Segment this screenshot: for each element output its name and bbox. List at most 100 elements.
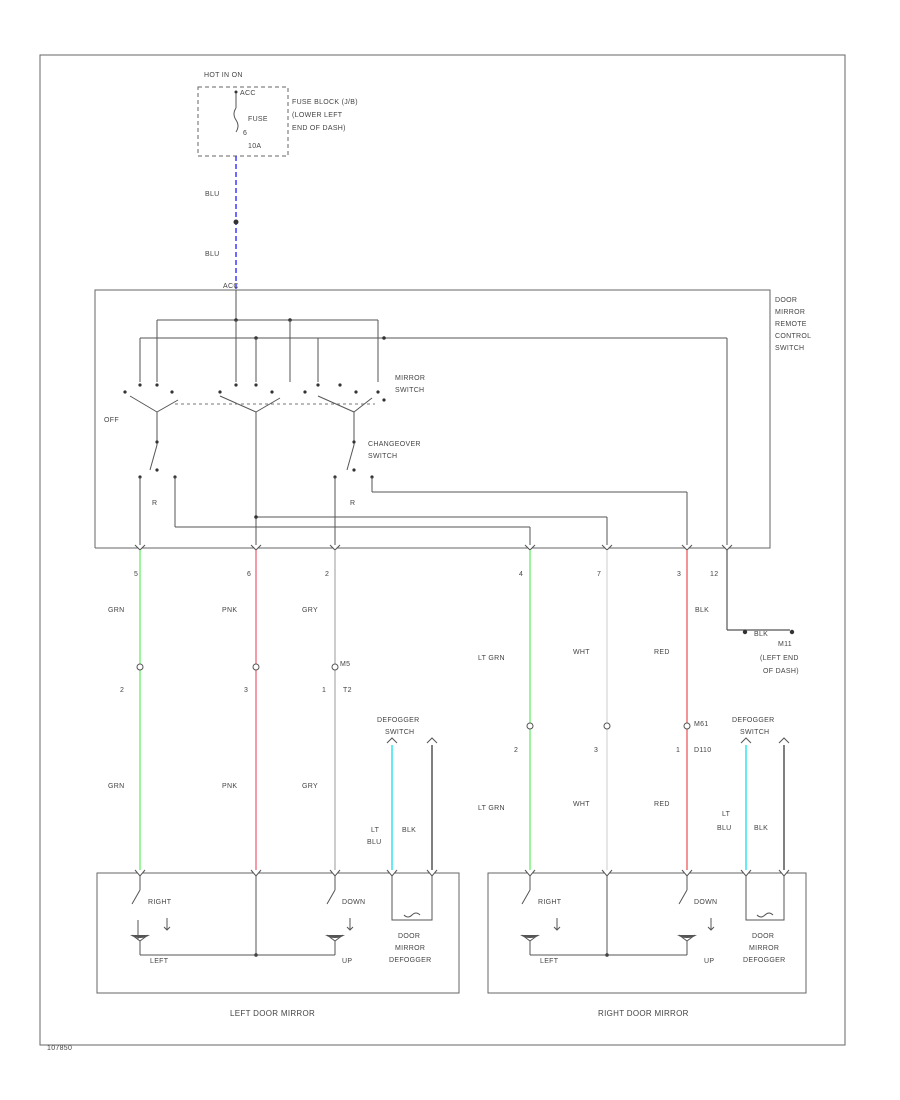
- left-harness: GRN PNK GRY 2 3 1 M5 T2 GRN PNK GRY: [108, 550, 352, 870]
- left-wire-grn-top: GRN: [108, 607, 124, 614]
- right-wire-wht-bottom: WHT: [573, 801, 590, 808]
- left-motor-lr-icon: [131, 889, 149, 942]
- ground-loc-2: OF DASH): [763, 668, 799, 675]
- left-wire-gry-top: GRY: [302, 607, 318, 614]
- right-harness: LT GRN WHT RED 2 3 1 M61 D110 LT GRN WHT…: [478, 550, 711, 870]
- fuse-hot-label: HOT IN ON: [204, 72, 243, 79]
- left-mirror-defogger-2: MIRROR: [395, 945, 425, 952]
- left-conn-pin-gry: 1: [322, 687, 326, 694]
- switch-name-3: REMOTE: [775, 321, 807, 328]
- left-conn-pin-grn: 2: [120, 687, 124, 694]
- left-conn-pin-pnk: 3: [244, 687, 248, 694]
- right-mirror-right-label: RIGHT: [538, 899, 562, 906]
- right-wire-ltgrn-top: LT GRN: [478, 655, 505, 662]
- blu-supply-wire: BLU BLU ACC: [205, 156, 239, 290]
- right-conn-name-2: D110: [694, 747, 711, 754]
- left-defogger-lt: LT: [371, 827, 380, 834]
- right-mirror-defogger-3: DEFOGGER: [743, 957, 785, 964]
- changeover-switch: CHANGEOVER SWITCH R R: [138, 441, 420, 507]
- mirror-switch-label-2: SWITCH: [395, 387, 424, 394]
- switch-pin-7: 7: [597, 571, 601, 578]
- blu-wire-label-1: BLU: [205, 191, 220, 198]
- fuse-block-desc-3: END OF DASH): [292, 125, 346, 132]
- right-conn-name-1: M61: [694, 721, 709, 728]
- right-conn-pin-red: 1: [676, 747, 680, 754]
- right-wire-red-bottom: RED: [654, 801, 670, 808]
- blu-splice-dot: [233, 219, 239, 225]
- switch-name-2: MIRROR: [775, 309, 805, 316]
- right-defogger-element-icon: [745, 890, 785, 921]
- left-defogger-element-icon: [391, 890, 433, 921]
- switch-pin-6: 6: [247, 571, 251, 578]
- left-mirror-defogger-3: DEFOGGER: [389, 957, 431, 964]
- right-motor-lr-icon: [521, 889, 539, 942]
- left-wire-gry-bottom: GRY: [302, 783, 318, 790]
- fuse-block-outline: [197, 86, 289, 157]
- left-defogger-blk: BLK: [402, 827, 416, 834]
- right-motor-ud-icon: [678, 889, 696, 942]
- right-defogger-title-1: DEFOGGER: [732, 717, 774, 724]
- left-defogger-switch: DEFOGGER SWITCH LT BLU BLK: [367, 717, 438, 870]
- left-wire-pnk-top: PNK: [222, 607, 237, 614]
- switch-pin-3: 3: [677, 571, 681, 578]
- left-defogger-blu: BLU: [367, 839, 382, 846]
- mirror-switch-label-1: MIRROR: [395, 375, 425, 382]
- ground-wire-blk-2: BLK: [754, 631, 768, 638]
- switch-name-1: DOOR: [775, 297, 797, 304]
- fuse-amp-label: 10A: [248, 143, 261, 150]
- left-mirror-down-label: DOWN: [342, 899, 365, 906]
- left-conn-name-2: T2: [343, 687, 352, 694]
- right-mirror-title: RIGHT DOOR MIRROR: [598, 1009, 689, 1018]
- changeover-label-2: SWITCH: [368, 453, 397, 460]
- left-door-mirror: RIGHT DOWN LEFT UP DOOR MIRROR DEFOGGER …: [96, 869, 460, 1018]
- right-conn-pin-wht: 3: [594, 747, 598, 754]
- ground-circuit: BLK BLK M11 (LEFT END OF DASH): [695, 550, 799, 675]
- switch-pin-2: 2: [325, 571, 329, 578]
- left-conn-name-1: M5: [340, 661, 350, 668]
- fuse-node-label: ACC: [240, 90, 256, 97]
- mirror-switch-contacts: OFF MIRROR SWITCH: [104, 375, 425, 424]
- fuse-block-desc-2: (LOWER LEFT: [292, 112, 343, 119]
- changeover-r-left: R: [152, 500, 157, 507]
- remote-control-switch: DOOR MIRROR REMOTE CONTROL SWITCH: [94, 289, 811, 578]
- left-wire-grn-bottom: GRN: [108, 783, 124, 790]
- blu-wire-label-2: BLU: [205, 251, 220, 258]
- outer-frame: [39, 54, 846, 1046]
- right-defogger-title-2: SWITCH: [740, 729, 769, 736]
- right-defogger-switch: DEFOGGER SWITCH LT BLU BLK: [717, 717, 790, 870]
- fuse-name-label: FUSE: [248, 116, 268, 123]
- switch-off-label: OFF: [104, 417, 119, 424]
- left-mirror-up-label: UP: [342, 958, 352, 965]
- fuse-icon: [233, 107, 239, 133]
- right-mirror-down-label: DOWN: [694, 899, 717, 906]
- right-conn-pin-ltgrn: 2: [514, 747, 518, 754]
- left-defogger-title-1: DEFOGGER: [377, 717, 419, 724]
- left-mirror-left-label: LEFT: [150, 958, 169, 965]
- fuse-node-dot: [234, 90, 238, 94]
- switch-pin-4: 4: [519, 571, 523, 578]
- right-defogger-blu: BLU: [717, 825, 732, 832]
- right-mirror-up-label: UP: [704, 958, 714, 965]
- ground-wire-blk: BLK: [695, 607, 709, 614]
- switch-name-4: CONTROL: [775, 333, 811, 340]
- left-wire-pnk-bottom: PNK: [222, 783, 237, 790]
- right-wire-red-top: RED: [654, 649, 670, 656]
- switch-pin-5: 5: [134, 571, 138, 578]
- changeover-label-1: CHANGEOVER: [368, 441, 421, 448]
- right-mirror-left-label: LEFT: [540, 958, 559, 965]
- fuse-number-label: 6: [243, 130, 247, 137]
- ground-loc-1: (LEFT END: [760, 655, 799, 662]
- fuse-block: HOT IN ON ACC FUSE 6 10A FUSE BLOCK (J/B…: [197, 72, 358, 157]
- right-door-mirror: RIGHT DOWN LEFT UP DOOR MIRROR DEFOGGER …: [487, 869, 807, 1018]
- right-defogger-blk: BLK: [754, 825, 768, 832]
- ground-name: M11: [778, 641, 792, 648]
- left-mirror-defogger-1: DOOR: [398, 933, 420, 940]
- switch-name-5: SWITCH: [775, 345, 804, 352]
- right-wire-ltgrn-bottom: LT GRN: [478, 805, 505, 812]
- footer-code: 107850: [47, 1045, 72, 1052]
- right-wire-wht-top: WHT: [573, 649, 590, 656]
- switch-acc-label: ACC: [223, 283, 239, 290]
- switch-pin-12: 12: [710, 571, 718, 578]
- right-mirror-defogger-1: DOOR: [752, 933, 774, 940]
